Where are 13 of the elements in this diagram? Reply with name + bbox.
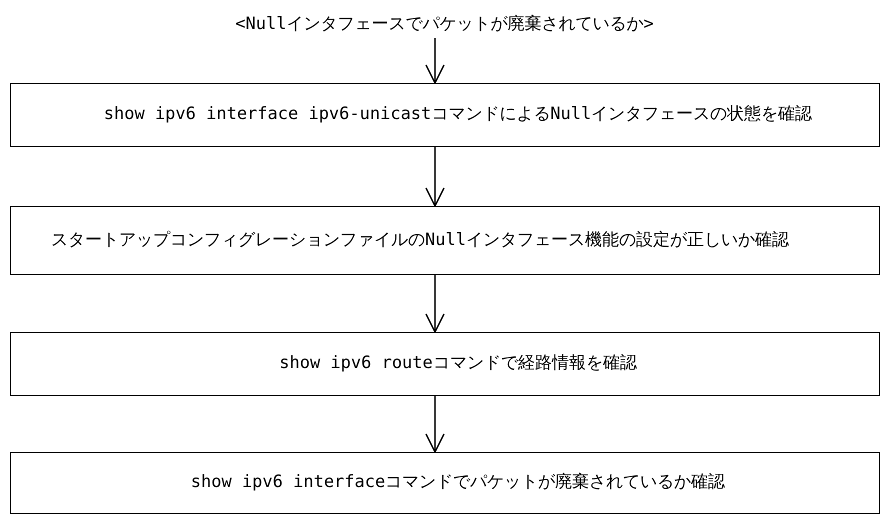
heading: <Nullインタフェースでパケットが廃棄されているか> [200,8,689,38]
step-text: show ipv6 routeコマンドで経路情報を確認 [279,353,637,375]
process-box [10,332,880,396]
step-text: スタートアップコンフィグレーションファイルのNullインタフェース機能の設定が正しいか確認 [51,230,789,252]
step-text: show ipv6 interface ipv6-unicastコマンドによるNullインタフェースの状態を確認 [104,104,812,126]
arrow [425,147,445,207]
process-box [10,83,880,147]
process-box [10,452,880,514]
process-box [10,206,880,275]
arrow [425,38,445,84]
arrow [425,275,445,333]
step-text: show ipv6 interfaceコマンドでパケットが廃棄されているか確認 [190,472,726,494]
arrow [425,396,445,453]
